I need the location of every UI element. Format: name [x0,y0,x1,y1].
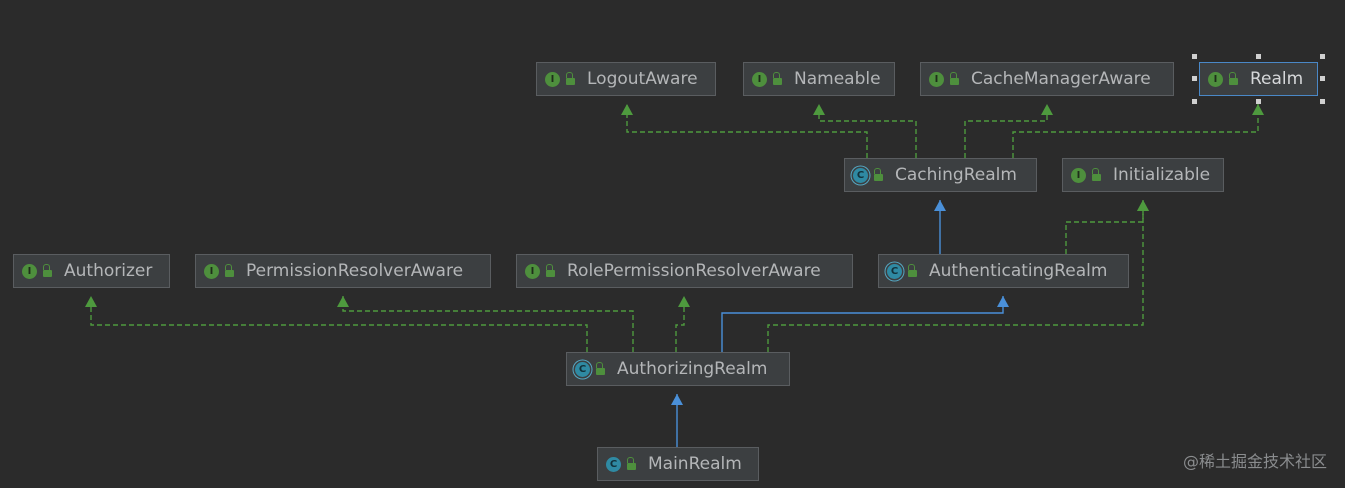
edge-cachingrealm-logoutaware [626,104,868,158]
node-label: Initializable [1113,165,1211,185]
node-permissionresolveraware[interactable]: I PermissionResolverAware [195,254,491,288]
node-authenticatingrealm[interactable]: C AuthenticatingRealm [878,254,1129,288]
node-label: Authorizer [64,261,153,281]
arrowhead [997,296,1009,307]
selection-handle[interactable] [1320,76,1325,81]
lock-icon [566,71,575,85]
arrowhead [1041,104,1053,115]
node-label: AuthorizingRealm [617,359,768,379]
node-cachingrealm[interactable]: C CachingRealm [844,158,1037,192]
edge-cachingrealm-nameable [818,104,917,158]
arrowhead [1252,104,1264,115]
interface-icon: I [204,263,219,279]
watermark: @稀土掘金技术社区 [1182,452,1327,471]
arrowhead [1137,200,1149,211]
arrowhead [621,104,633,115]
edge-authorizingrealm-permissionresolveraware [342,296,634,352]
selection-handle[interactable] [1320,99,1325,104]
lock-icon [546,263,555,277]
selection-handle[interactable] [1320,54,1325,59]
lock-icon [43,263,52,277]
node-realm[interactable]: I Realm [1199,62,1318,96]
node-label: CacheManagerAware [971,69,1151,89]
interface-icon: I [545,71,560,87]
node-label: AuthenticatingRealm [929,261,1108,281]
abstract-class-icon: C [575,361,590,377]
arrowhead [813,104,825,115]
node-label: Nameable [794,69,881,89]
edge-authorizingrealm-authenticatingrealm [721,296,1004,352]
arrowhead [337,296,349,307]
node-authorizingrealm[interactable]: C AuthorizingRealm [566,352,790,386]
edge-authenticatingrealm-initializable [1065,200,1144,254]
lock-icon [627,456,636,470]
selection-handle[interactable] [1192,54,1197,59]
node-label: RolePermissionResolverAware [567,261,821,281]
interface-icon: I [525,263,540,279]
selection-handle[interactable] [1256,99,1261,104]
edge-cachingrealm-cachemanageraware [964,104,1048,158]
node-nameable[interactable]: I Nameable [743,62,895,96]
node-logoutaware[interactable]: I LogoutAware [536,62,716,96]
interface-icon: I [1208,71,1223,87]
node-initializable[interactable]: I Initializable [1062,158,1224,192]
node-label: LogoutAware [587,69,698,89]
class-icon: C [606,456,621,472]
arrowhead [678,296,690,307]
interface-icon: I [1071,167,1086,183]
arrowhead [85,296,97,307]
interface-icon: I [929,71,944,87]
node-rolepermissionresolveraware[interactable]: I RolePermissionResolverAware [516,254,853,288]
node-label: Realm [1250,69,1304,89]
arrowhead [934,200,946,211]
edge-authorizingrealm-rolepermissionresolveraware [675,296,685,352]
node-label: PermissionResolverAware [246,261,464,281]
selection-handle[interactable] [1256,54,1261,59]
lock-icon [1229,71,1238,85]
lock-icon [596,361,605,375]
lock-icon [950,71,959,85]
lock-icon [874,167,883,181]
edge-cachingrealm-realm [1012,104,1259,158]
node-cachemanageraware[interactable]: I CacheManagerAware [920,62,1174,96]
node-mainrealm[interactable]: C MainRealm [597,447,759,481]
abstract-class-icon: C [853,167,868,183]
selection-handle[interactable] [1192,99,1197,104]
interface-icon: I [752,71,767,87]
interface-icon: I [22,263,37,279]
arrowhead [671,394,683,405]
edge-authorizingrealm-initializable [767,200,1144,352]
selection-handle[interactable] [1192,76,1197,81]
lock-icon [908,263,917,277]
lock-icon [773,71,782,85]
lock-icon [1092,167,1101,181]
lock-icon [225,263,234,277]
node-label: MainRealm [648,454,742,474]
abstract-class-icon: C [887,263,902,279]
edge-authorizingrealm-authorizer [90,296,588,352]
node-authorizer[interactable]: I Authorizer [13,254,170,288]
node-label: CachingRealm [895,165,1017,185]
